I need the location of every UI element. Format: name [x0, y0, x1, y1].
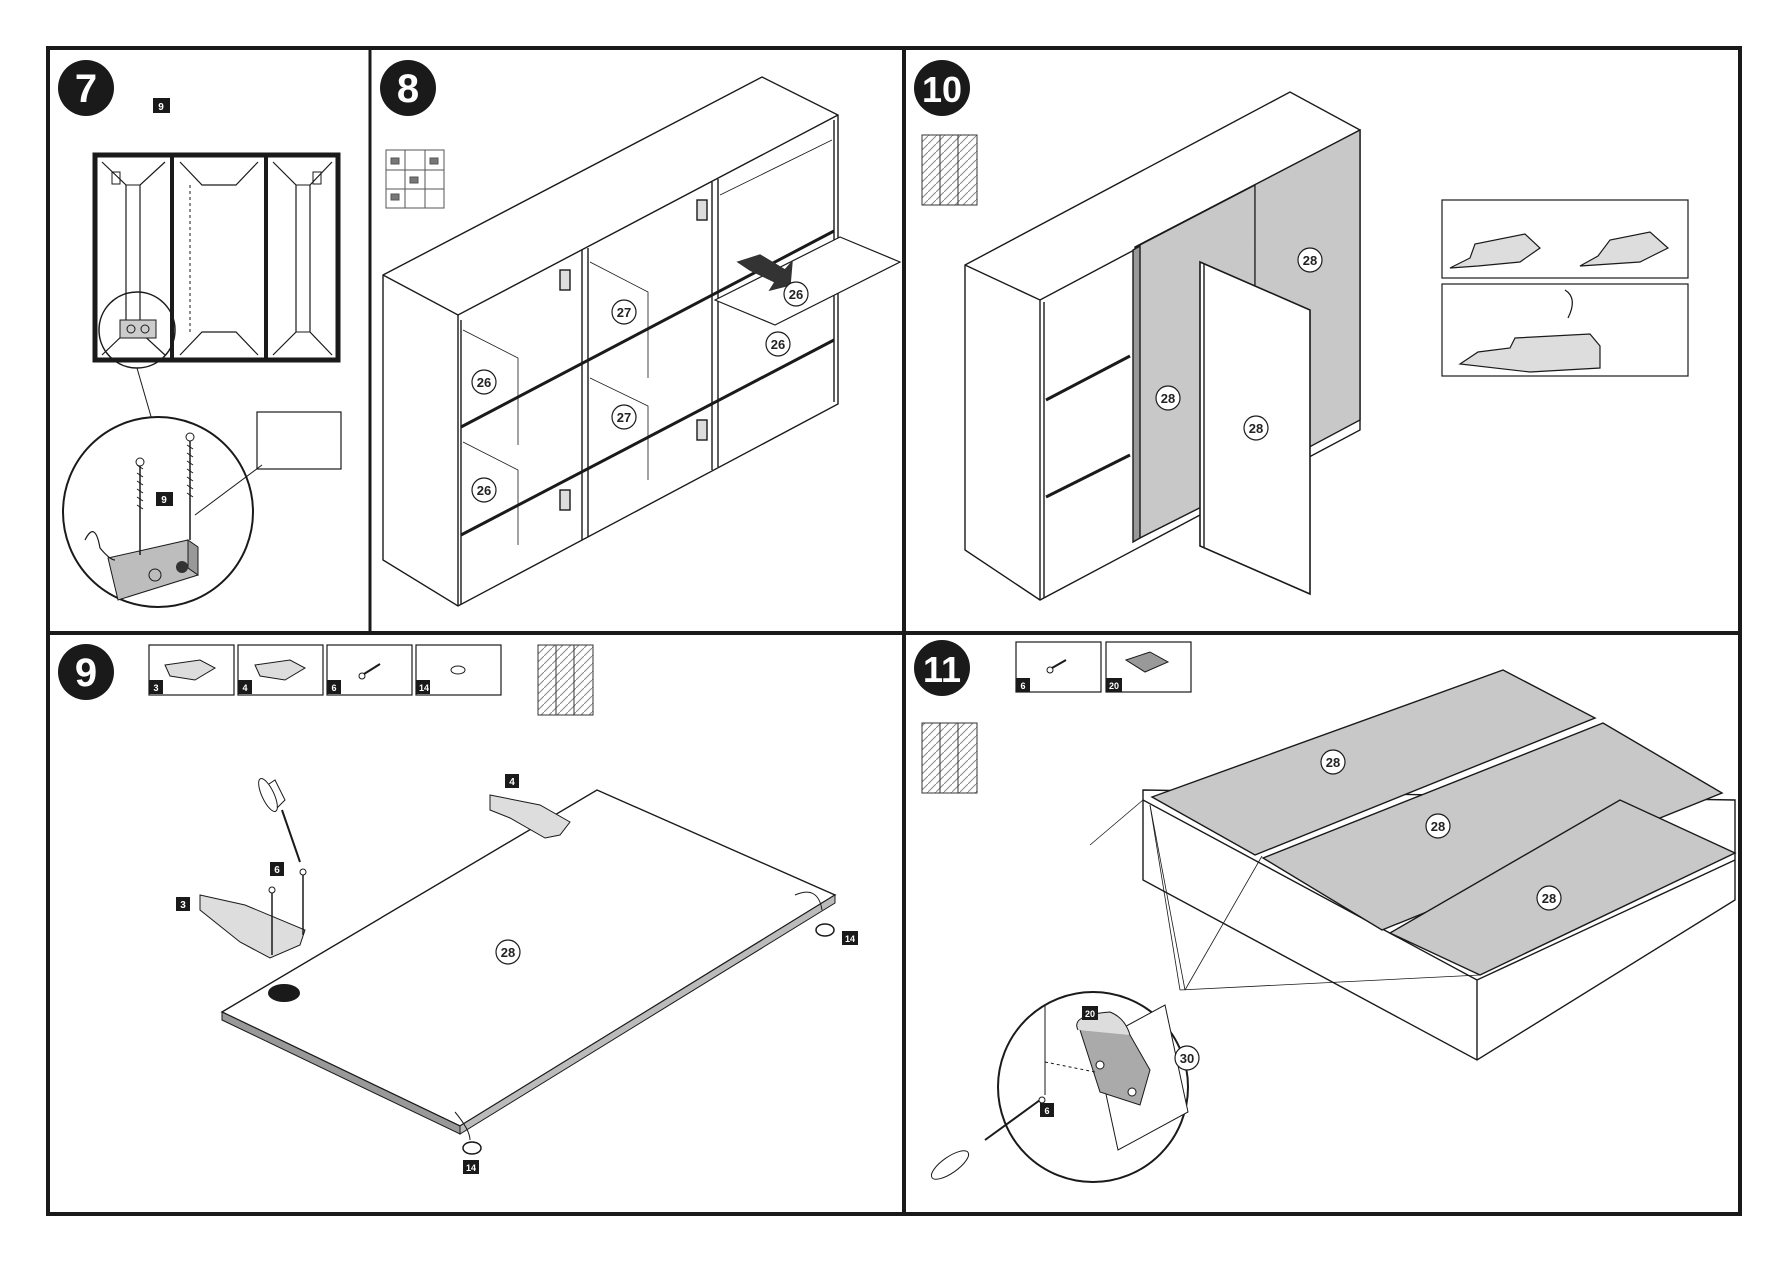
- part-tag: 4: [242, 683, 247, 693]
- step-7-part-tag: 9: [158, 102, 164, 113]
- step-9-tag-hinge-b: 3: [180, 900, 186, 911]
- hinge-icon: [489, 794, 571, 839]
- step-11-zoom-plate-tag: 20: [1085, 1009, 1095, 1019]
- step-8-callout: 26: [771, 337, 785, 352]
- step-11-panel-label: 28: [1431, 819, 1445, 834]
- bumper-icon: [450, 665, 466, 675]
- step-10-panel-label: 28: [1249, 421, 1263, 436]
- cabinet-lying-illustration: [1089, 669, 1737, 1061]
- door-panel-28: [220, 789, 837, 1135]
- step-9-badge: [58, 644, 114, 700]
- socket-plate-callout-box: [256, 411, 342, 470]
- hinge-icon: [164, 659, 217, 681]
- step-8-number: 8: [397, 67, 419, 111]
- open-cabinet-illustration: [382, 76, 902, 607]
- step-9-panel-label: 28: [501, 945, 515, 960]
- step-9-tag-hinge-a: 4: [509, 777, 515, 788]
- hinge-adjust-detail: [1441, 199, 1689, 377]
- cabinet-front-view: [92, 152, 341, 363]
- step-11-number: 11: [923, 649, 961, 690]
- screw-icon: [358, 663, 381, 680]
- screwdriver-icon: [258, 777, 301, 863]
- step-8-callout: 27: [617, 305, 631, 320]
- part-tag: 6: [331, 683, 336, 693]
- step-7-panel: 7 9: [58, 60, 342, 608]
- step-9-panel: 9 3 4 6 14: [58, 644, 858, 1174]
- step-9-tag-bumper-b: 14: [466, 1163, 476, 1173]
- bumper-icon: [462, 1141, 482, 1155]
- step-11-badge: [914, 640, 970, 696]
- step-7-zoom-screw-tag: 9: [161, 495, 167, 506]
- hinge-icon: [199, 894, 306, 959]
- step-10-badge: [914, 60, 970, 116]
- door-pack-icon: [921, 134, 978, 206]
- plate-icon: [1124, 651, 1170, 673]
- step-9-number: 9: [75, 651, 97, 695]
- door-pack-icon: [537, 644, 594, 716]
- step-10-panel-label: 28: [1303, 253, 1317, 268]
- step-7-badge: [58, 60, 114, 116]
- step-8-callout: 27: [617, 410, 631, 425]
- step-11-panel-label: 28: [1326, 755, 1340, 770]
- step-10-panel: 10 28 28 28: [914, 60, 1689, 601]
- part-tag: 3: [153, 683, 158, 693]
- step-8-badge: [380, 60, 436, 116]
- step-8-callout: 26: [789, 287, 803, 302]
- socket-box-small: [119, 319, 157, 339]
- step-9-parts-list: 3 4 6 14: [148, 644, 502, 696]
- screwdriver-icon: [930, 1096, 1046, 1180]
- screw-icon: [271, 875, 304, 955]
- step-11-parts-list: 6 20: [1015, 641, 1192, 693]
- screw-icon: [139, 440, 191, 555]
- step-8-callout: 26: [477, 375, 491, 390]
- door-pack-icon: [921, 722, 978, 794]
- step-9-tag-bumper-a: 14: [845, 934, 855, 944]
- retainer-plate-zoom-detail: 30 20 6: [997, 991, 1200, 1183]
- screw-icon: [1046, 659, 1067, 674]
- step-9-tag-screws: 6: [274, 865, 280, 876]
- parts-box-icon: [385, 149, 445, 209]
- part-tag: 6: [1020, 681, 1025, 691]
- page-frame: [46, 46, 1742, 1216]
- step-11-panel-label: 28: [1542, 891, 1556, 906]
- step-10-number: 10: [922, 69, 962, 110]
- part-tag: 20: [1109, 681, 1119, 691]
- door-mounting-illustration: [964, 91, 1361, 601]
- step-8-callout: 26: [477, 483, 491, 498]
- step-11-panel: 11 6 20 28 28 28: [914, 640, 1737, 1183]
- step-11-zoom-panel-label: 30: [1180, 1051, 1194, 1066]
- step-8-callouts: 26 27 26 26 27 26: [471, 281, 809, 503]
- step-8-panel: 8: [380, 60, 902, 607]
- hinge-icon: [254, 659, 307, 681]
- step-7-number: 7: [75, 67, 97, 111]
- step-11-zoom-screw-tag: 6: [1044, 1106, 1049, 1116]
- socket-zoom-detail: 9: [62, 416, 254, 608]
- bumper-icon: [815, 923, 835, 937]
- step-10-panel-label: 28: [1161, 391, 1175, 406]
- part-tag: 14: [419, 683, 429, 693]
